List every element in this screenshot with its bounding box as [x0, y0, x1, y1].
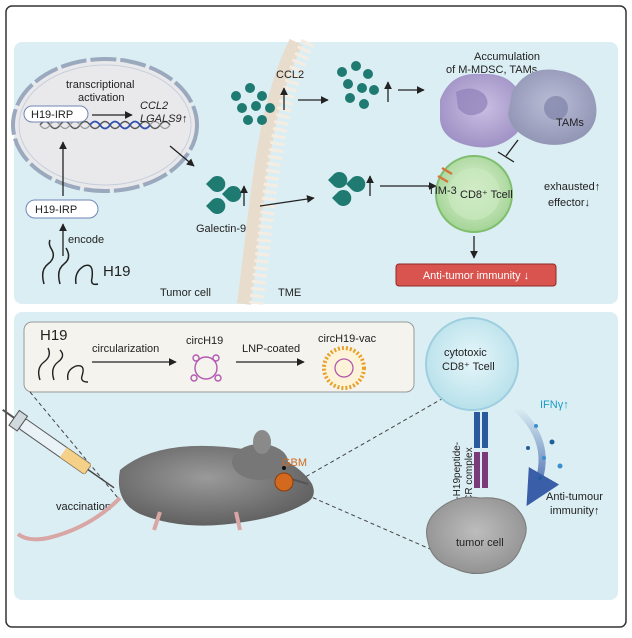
gene-up-arrow: ↑	[182, 113, 188, 125]
tumor-cell-bottom-label: tumor cell	[456, 537, 504, 549]
cytotoxic-label-line2: CD8⁺ Tcell	[442, 361, 495, 373]
tim3-label: TIM-3	[428, 185, 457, 197]
cytotoxic-label-line1: cytotoxic	[444, 347, 487, 359]
accumulation-label-line1: Accumulation	[474, 51, 540, 63]
zoom-line-lower	[299, 491, 447, 557]
tim3-receptor-icon	[437, 166, 453, 184]
circular-rna-icon	[190, 354, 222, 382]
accumulation-label-line2: of M-MDSC, TAMs	[446, 64, 538, 76]
galectin-secretion-arrow	[259, 195, 315, 207]
dna-helix	[39, 120, 171, 130]
gene-lgals9-label: LGALS9	[140, 113, 182, 125]
encode-label: encode	[68, 234, 104, 246]
ifn-gamma-dots	[526, 424, 563, 480]
tumor-cell-nucleus	[11, 57, 199, 193]
inhibition-symbol	[497, 139, 519, 163]
transcription-label-line2: activation	[78, 92, 124, 104]
tams-label: TAMs	[556, 117, 584, 129]
h19-irp-label-top: H19-IRP	[31, 109, 73, 121]
mhc-complex-label-line2: TCR complex	[464, 447, 475, 508]
ifn-gamma-arrow	[513, 405, 560, 507]
gene-ccl2-label: CCL2	[140, 100, 168, 112]
anti-tumour-label-line1: Anti-tumour	[546, 491, 603, 503]
h19-bottom-label: H19	[40, 327, 68, 344]
ifn-gamma-label: IFNγ↑	[540, 399, 569, 411]
cytotoxic-tcell	[425, 317, 519, 411]
tam-cells	[508, 69, 597, 145]
ccl2-cluster-inside	[231, 83, 275, 125]
transcription-label-line1: transcriptional	[66, 79, 134, 91]
galectin-cluster-inside	[206, 175, 242, 214]
lnp-coated-label: LNP-coated	[242, 343, 300, 355]
h19-rna-icon	[41, 239, 99, 286]
membrane-band	[237, 38, 315, 305]
nucleus-to-galectin-arrow	[169, 145, 195, 167]
ccl2-label: CCL2	[276, 69, 304, 81]
ccl2-cluster-outside	[337, 61, 379, 109]
tumor-cell	[426, 496, 527, 574]
m-mdsc-cells	[440, 73, 525, 148]
cd8-tcell-label: CD8⁺ Tcell	[460, 189, 513, 201]
vaccination-label: vaccination	[56, 501, 111, 513]
h19-label: H19	[103, 263, 131, 280]
anti-tumor-immunity-label: Anti-tumor immunity ↓	[423, 270, 529, 282]
effector-label: effector↓	[548, 197, 590, 209]
gbm-tumor-icon	[274, 472, 294, 492]
tme-label: TME	[278, 287, 301, 299]
top-panel: transcriptional activation H19-IRP CCL2 …	[11, 38, 618, 305]
h19-irp-box-top: H19-IRP	[23, 105, 89, 123]
lnp-vaccine-icon	[322, 346, 366, 390]
h19-rna-bottom-icon	[37, 347, 89, 383]
h19-irp-box-bottom: H19-IRP	[25, 199, 99, 219]
mhc-tcr-complex-icon	[474, 412, 488, 488]
circh19-vac-label: circH19-vac	[318, 333, 377, 345]
anti-tumor-immunity-box: Anti-tumor immunity ↓	[395, 263, 557, 287]
galectin-label: Galectin-9	[196, 223, 246, 235]
h19-irp-label-bottom: H19-IRP	[35, 204, 77, 216]
anti-tumour-label-line2: immunity↑	[550, 505, 600, 517]
tumor-cell-label: Tumor cell	[160, 287, 211, 299]
syringe-icon	[2, 409, 115, 489]
zoom-line-upper	[299, 391, 455, 481]
bottom-panel: H19 circularization circH19 LNP-coated c…	[2, 312, 618, 600]
cd8-tcell-exhausted	[435, 155, 513, 233]
gbm-label: GBM	[282, 457, 307, 469]
circh19-label: circH19	[186, 335, 223, 347]
circularization-label: circularization	[92, 343, 159, 355]
mhc-complex-label-line1: MHC I-H19peptide-	[452, 442, 463, 528]
galectin-cluster-outside	[328, 171, 366, 206]
mouse-icon	[16, 430, 314, 542]
exhausted-label: exhausted↑	[544, 181, 600, 193]
